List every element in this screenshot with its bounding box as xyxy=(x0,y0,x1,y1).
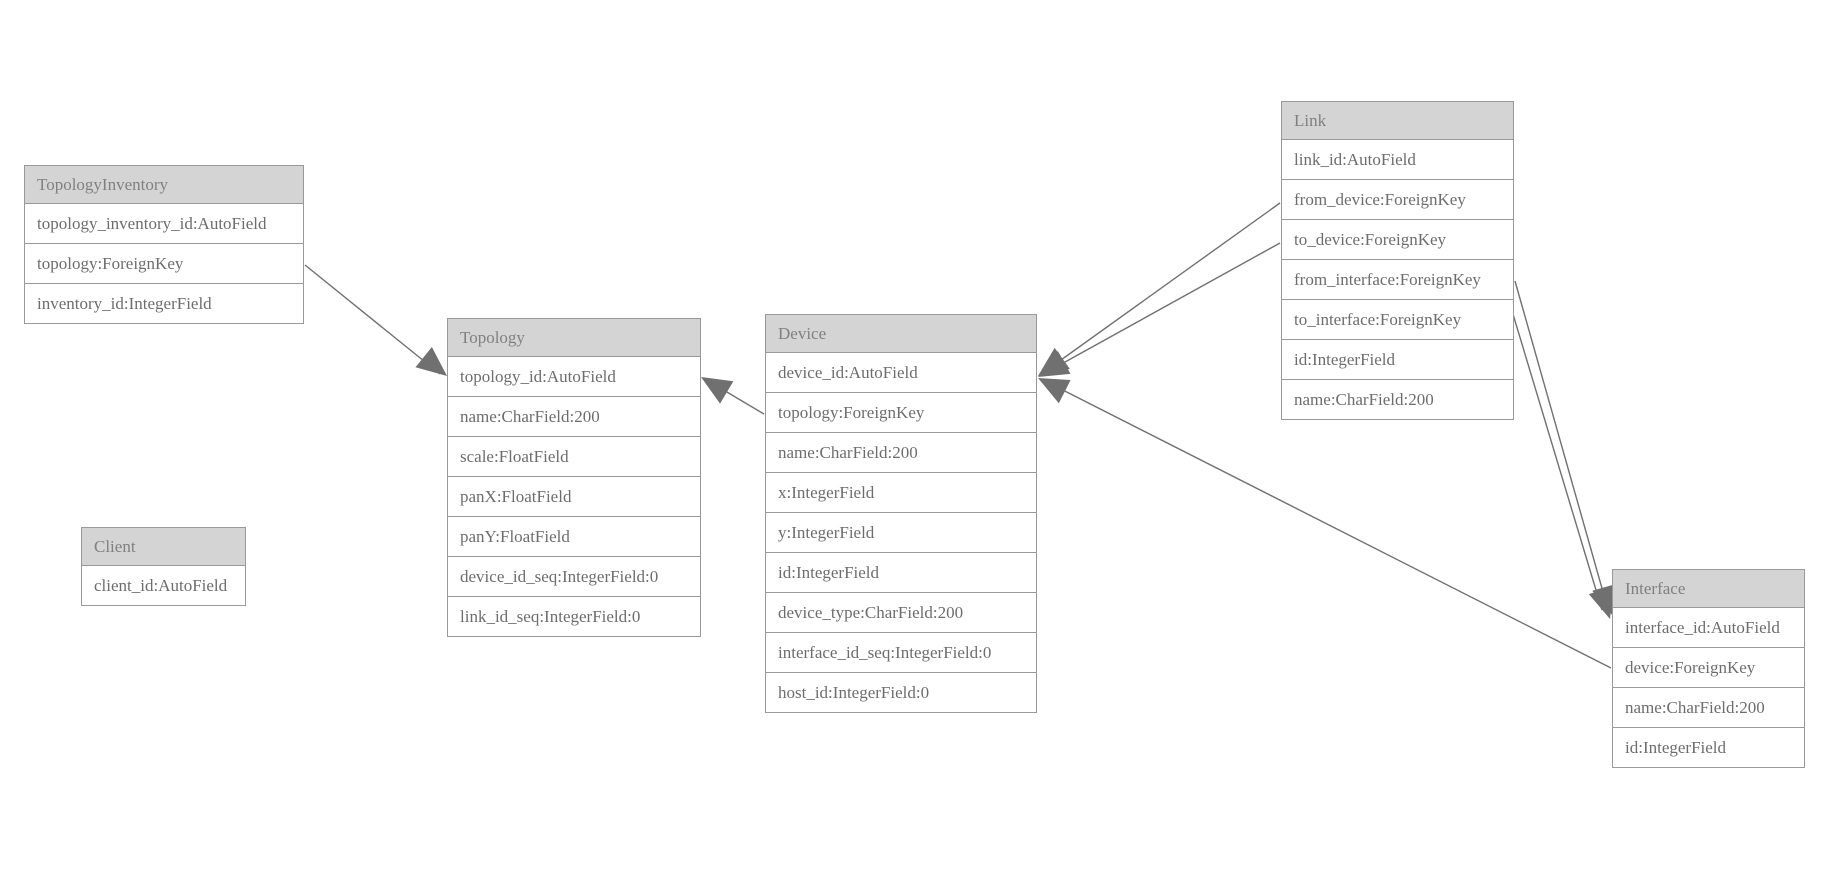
entity-title-device: Device xyxy=(766,315,1036,353)
entity-field-row: y:IntegerField xyxy=(766,513,1036,553)
entity-title-link: Link xyxy=(1282,102,1513,140)
entity-field-row: client_id:AutoField xyxy=(82,566,245,605)
entity-field-row: device_id:AutoField xyxy=(766,353,1036,393)
entity-field-row: name:CharField:200 xyxy=(1282,380,1513,419)
entity-title-interface: Interface xyxy=(1613,570,1804,608)
relationship-line-link-to_device xyxy=(1046,242,1281,373)
entity-field-row: device_type:CharField:200 xyxy=(766,593,1036,633)
entity-field-row: name:CharField:200 xyxy=(766,433,1036,473)
entity-field-row: x:IntegerField xyxy=(766,473,1036,513)
relationship-line-link-from_device xyxy=(1046,202,1281,371)
relationship-line-topologyinventory-topology xyxy=(304,264,441,375)
entity-field-row: panX:FloatField xyxy=(448,477,700,517)
entity-title-topology_inventory: TopologyInventory xyxy=(25,166,303,204)
entity-field-row: id:IntegerField xyxy=(766,553,1036,593)
arrowhead-link-to_device xyxy=(1038,351,1071,377)
entity-field-row: id:IntegerField xyxy=(1613,728,1804,767)
entity-field-row: topology_id:AutoField xyxy=(448,357,700,397)
entity-field-row: host_id:IntegerField:0 xyxy=(766,673,1036,712)
entity-field-row: device_id_seq:IntegerField:0 xyxy=(448,557,700,597)
entity-field-row: inventory_id:IntegerField xyxy=(25,284,303,323)
entity-field-row: from_interface:ForeignKey xyxy=(1282,260,1513,300)
entity-field-row: interface_id_seq:IntegerField:0 xyxy=(766,633,1036,673)
relationship-line-link-from_interface xyxy=(1514,280,1608,607)
entity-field-row: topology:ForeignKey xyxy=(25,244,303,284)
entity-field-row: id:IntegerField xyxy=(1282,340,1513,380)
entity-field-row: to_interface:ForeignKey xyxy=(1282,300,1513,340)
entity-field-row: name:CharField:200 xyxy=(448,397,700,437)
relationship-line-interface-device xyxy=(1046,381,1612,669)
entity-field-row: link_id:AutoField xyxy=(1282,140,1513,180)
entity-field-row: name:CharField:200 xyxy=(1613,688,1804,728)
entity-field-row: topology:ForeignKey xyxy=(766,393,1036,433)
entity-title-topology: Topology xyxy=(448,319,700,357)
relationship-line-device-topology xyxy=(709,381,765,415)
entity-field-row: link_id_seq:IntegerField:0 xyxy=(448,597,700,636)
arrowhead-interface-device xyxy=(1038,378,1071,404)
relationship-line-link-to_interface xyxy=(1502,280,1603,611)
entity-field-row: interface_id:AutoField xyxy=(1613,608,1804,648)
entity-field-row: to_device:ForeignKey xyxy=(1282,220,1513,260)
entity-field-row: device:ForeignKey xyxy=(1613,648,1804,688)
entity-field-row: panY:FloatField xyxy=(448,517,700,557)
entity-title-client: Client xyxy=(82,528,245,566)
entity-field-row: scale:FloatField xyxy=(448,437,700,477)
entity-field-row: topology_inventory_id:AutoField xyxy=(25,204,303,244)
entity-field-row: from_device:ForeignKey xyxy=(1282,180,1513,220)
